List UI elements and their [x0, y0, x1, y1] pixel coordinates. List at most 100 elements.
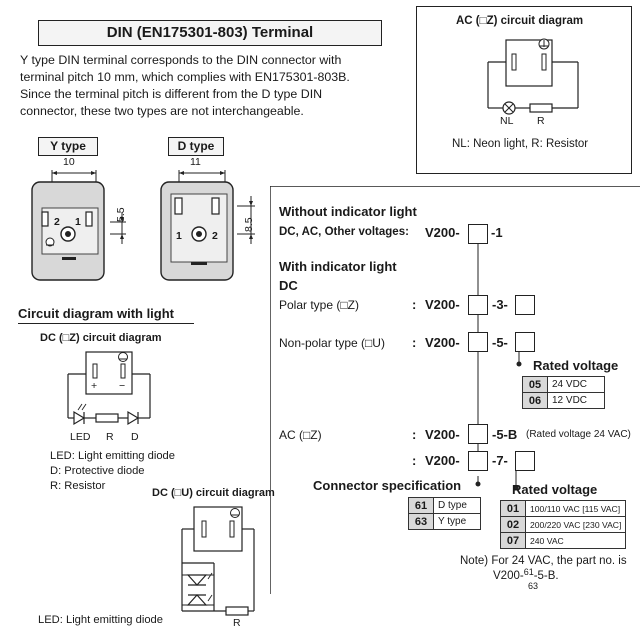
nonpolar-type-label: Non-polar type (□U) — [279, 336, 385, 350]
y-type-pin-2: 2 — [54, 216, 60, 228]
circuit-with-light-heading: Circuit diagram with light — [18, 306, 175, 321]
y-type-height-dimension: 5.5 — [115, 207, 127, 222]
d-type-width-dimension: 11 — [190, 156, 201, 168]
d-type-label: D type — [168, 137, 224, 156]
intro-paragraph: Y type DIN terminal corresponds to the D… — [20, 52, 400, 120]
note-prefix: V200- — [493, 570, 524, 582]
y-type-label: Y type — [38, 137, 98, 156]
part-box — [515, 332, 535, 352]
option-code: 01 — [500, 500, 526, 517]
ac-legend: NL: Neon light, R: Resistor — [452, 138, 589, 150]
table-row: 01 100/110 VAC [115 VAC] — [500, 500, 627, 517]
connector-spec-title: Connector specification — [313, 478, 462, 493]
dc-z-circuit-title: DC (□Z) circuit diagram — [40, 332, 162, 344]
dc-z-legend: LED: Light emitting diode D: Protective … — [50, 449, 175, 494]
without-prefix: V200- — [425, 225, 460, 240]
ac-prefix: V200- — [425, 427, 460, 442]
table-row: 61 D type — [408, 497, 481, 514]
intro-line: Since the terminal pitch is different fr… — [20, 87, 323, 101]
without-suffix: -1 — [491, 225, 503, 240]
y-type-connector-drawing — [31, 170, 126, 281]
ac-circuit-box — [416, 6, 632, 174]
option-code: 05 — [522, 376, 548, 393]
note-superscript: 61 — [523, 567, 534, 577]
intro-line: terminal pitch 10 mm, which complies wit… — [20, 70, 350, 84]
note-suffix: -5-B. — [533, 570, 559, 582]
dc-u-r-label: R — [233, 617, 241, 629]
table-row: 02 200/220 VAC [230 VAC] — [500, 516, 627, 533]
without-indicator-heading: Without indicator light — [279, 204, 417, 219]
dc-z-led-label: LED — [70, 431, 91, 443]
legend-item: LED: Light emitting diode — [50, 450, 176, 462]
part-box — [468, 332, 488, 352]
option-value: 240 VAC — [524, 532, 627, 549]
dc-z-circuit-drawing — [67, 351, 151, 426]
legend-item: R: Resistor — [50, 480, 106, 492]
ac2-prefix: V200- — [425, 453, 460, 468]
part-box — [468, 451, 488, 471]
part-box — [468, 295, 488, 315]
rated-voltage-ac-title: Rated voltage — [512, 482, 598, 497]
nonpolar-prefix: V200- — [425, 335, 460, 350]
d-type-pin-2: 2 — [212, 230, 218, 242]
dc-z-r-label: R — [106, 431, 114, 443]
table-row: 05 24 VDC — [522, 376, 605, 393]
dc-u-circuit-title: DC (□U) circuit diagram — [152, 487, 275, 499]
note-line-2: V200-61-5-B. — [493, 567, 559, 582]
part-box — [468, 424, 488, 444]
option-code: 07 — [500, 532, 526, 549]
option-value: Y type — [433, 513, 481, 530]
d-type-height-dimension: 8.5 — [243, 217, 255, 232]
part-box — [515, 451, 535, 471]
without-indicator-line-label: DC, AC, Other voltages: — [279, 226, 409, 238]
option-value: 100/110 VAC [115 VAC] — [524, 500, 627, 517]
dc-z-d-label: D — [131, 431, 139, 443]
y-type-pin-1: 1 — [75, 216, 81, 228]
option-code: 06 — [522, 392, 548, 409]
ac-circuit-title: AC (□Z) circuit diagram — [456, 15, 584, 27]
option-code: 61 — [408, 497, 434, 514]
option-value: D type — [433, 497, 481, 514]
part-box — [468, 224, 488, 244]
intro-line: connector, these two types are not inter… — [20, 104, 304, 118]
ac2-colon: : — [412, 453, 417, 468]
polar-prefix: V200- — [425, 297, 460, 312]
rated-voltage-dc-title: Rated voltage — [533, 358, 619, 373]
option-value: 12 VDC — [547, 392, 605, 409]
connector-spec-table: 61 D type 63 Y type — [408, 497, 481, 530]
ac-nl-label: NL — [500, 115, 514, 127]
dc-u-legend: LED: Light emitting diode — [38, 614, 164, 626]
ac-suffix: -5-B — [492, 427, 518, 442]
option-value: 200/220 VAC [230 VAC] — [524, 516, 627, 533]
dc-u-circuit-drawing — [181, 506, 255, 616]
polar-suffix: -3- — [492, 297, 508, 312]
option-code: 63 — [408, 513, 434, 530]
section-title: DIN (EN175301-803) Terminal — [38, 20, 382, 46]
y-type-width-dimension: 10 — [63, 156, 75, 168]
heading-underline — [18, 323, 194, 324]
d-type-connector-drawing — [160, 170, 255, 281]
note-line-1: Note) For 24 VAC, the part no. is — [460, 555, 627, 567]
rated-voltage-dc-table: 05 24 VDC 06 12 VDC — [522, 376, 605, 409]
note-subscript: 63 — [528, 581, 539, 591]
ac-type-label: AC (□Z) — [279, 428, 322, 442]
option-value: 24 VDC — [547, 376, 605, 393]
polar-colon: : — [412, 297, 417, 312]
legend-item: D: Protective diode — [50, 465, 145, 477]
ac-r-label: R — [537, 115, 545, 127]
d-type-pin-1: 1 — [176, 230, 182, 242]
option-code: 02 — [500, 516, 526, 533]
dc-z-plus-sign: + — [91, 380, 98, 392]
table-row: 07 240 VAC — [500, 532, 627, 549]
with-indicator-heading: With indicator light — [279, 259, 397, 274]
nonpolar-colon: : — [412, 335, 417, 350]
table-row: 63 Y type — [408, 513, 481, 530]
intro-line: Y type DIN terminal corresponds to the D… — [20, 53, 342, 67]
dc-heading: DC — [279, 278, 298, 293]
ac2-suffix: -7- — [492, 453, 508, 468]
part-box — [515, 295, 535, 315]
table-row: 06 12 VDC — [522, 392, 605, 409]
ac-circuit-drawing — [487, 38, 579, 115]
ac-rated-note: (Rated voltage 24 VAC) — [526, 429, 631, 440]
ac-colon: : — [412, 427, 417, 442]
